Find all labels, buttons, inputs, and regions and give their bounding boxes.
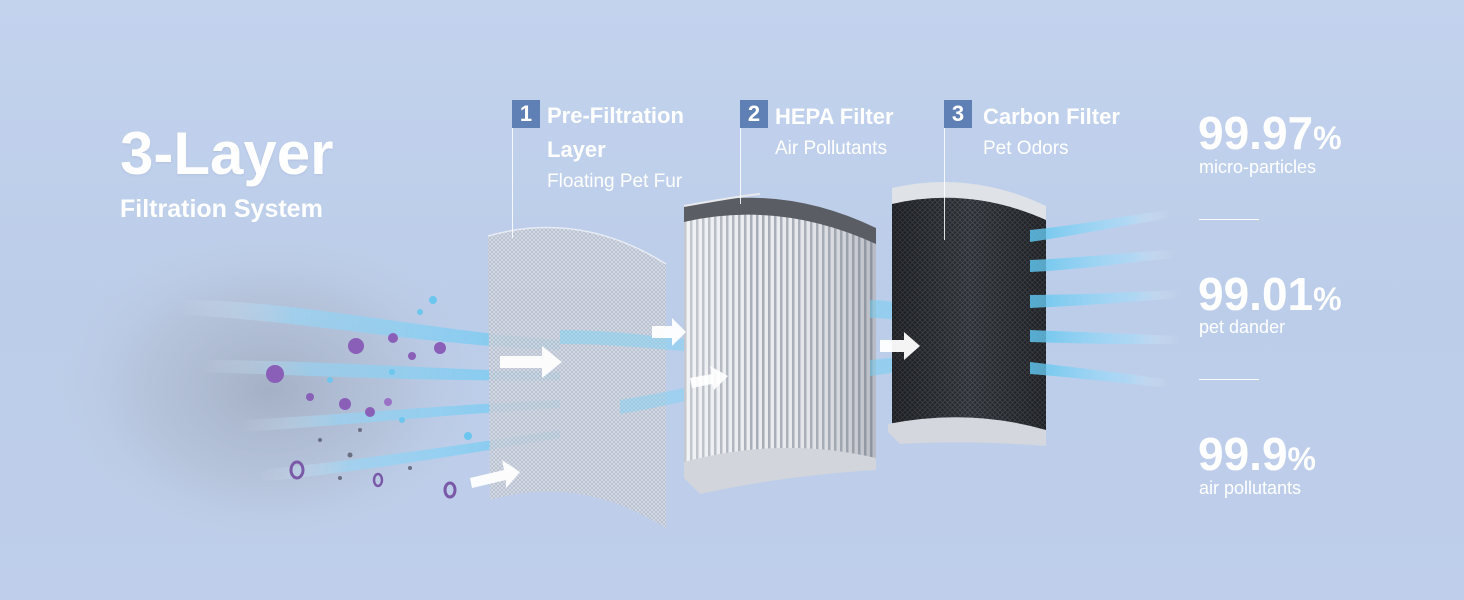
headline-subtitle: Filtration System (120, 195, 323, 223)
layer-1-number-badge: 1 (512, 100, 540, 128)
layer-3-number-badge: 3 (944, 100, 972, 128)
flow-arrows (470, 318, 920, 488)
stat-1-value-group: 99.97% (1198, 110, 1342, 156)
stat-3-value-group: 99.9% (1198, 431, 1316, 477)
stat-1-value: 99.97 (1198, 107, 1314, 159)
clean-air-output (1030, 210, 1180, 388)
arrow-icon (500, 346, 562, 378)
stat-3-label: air pollutants (1199, 478, 1302, 498)
layer-1-title-line-2: Layer (547, 137, 606, 162)
stat-3-unit: % (1287, 441, 1316, 477)
pollutant-particles (266, 296, 472, 499)
dust-cloud (40, 220, 500, 560)
layer-1-leader-line (512, 128, 513, 238)
layer-2-leader-line (740, 128, 741, 204)
stat-3-value: 99.9 (1198, 428, 1288, 480)
layer-3-title: Carbon Filter (983, 104, 1120, 129)
arrow-icon (880, 332, 920, 360)
incoming-airflow (180, 300, 560, 482)
arrow-icon (652, 318, 686, 346)
pre-filter-mesh (487, 226, 667, 529)
stat-2-label: pet dander (1199, 317, 1286, 337)
layer-1-title: Pre-Filtration (547, 103, 684, 128)
layer-3-leader-line (944, 128, 945, 240)
stat-1-label: micro-particles (1199, 157, 1317, 177)
stat-2-unit: % (1313, 281, 1342, 317)
arrow-icon (470, 460, 520, 488)
hepa-filter (683, 193, 876, 494)
stat-1-unit: % (1313, 120, 1342, 156)
arrow-icon (690, 366, 728, 390)
stat-divider (1199, 219, 1259, 220)
layer-2-title: HEPA Filter (775, 104, 894, 129)
carbon-filter (888, 182, 1046, 446)
layer-2-number-badge: 2 (740, 100, 768, 128)
layer-2-description: Air Pollutants (775, 138, 887, 159)
stat-2-value-group: 99.01% (1198, 271, 1342, 317)
layer-3-description: Pet Odors (983, 138, 1069, 159)
headline-title: 3-Layer (120, 120, 334, 187)
stat-divider (1199, 379, 1259, 380)
layer-1-description: Floating Pet Fur (547, 171, 683, 192)
stat-2-value: 99.01 (1198, 268, 1314, 320)
